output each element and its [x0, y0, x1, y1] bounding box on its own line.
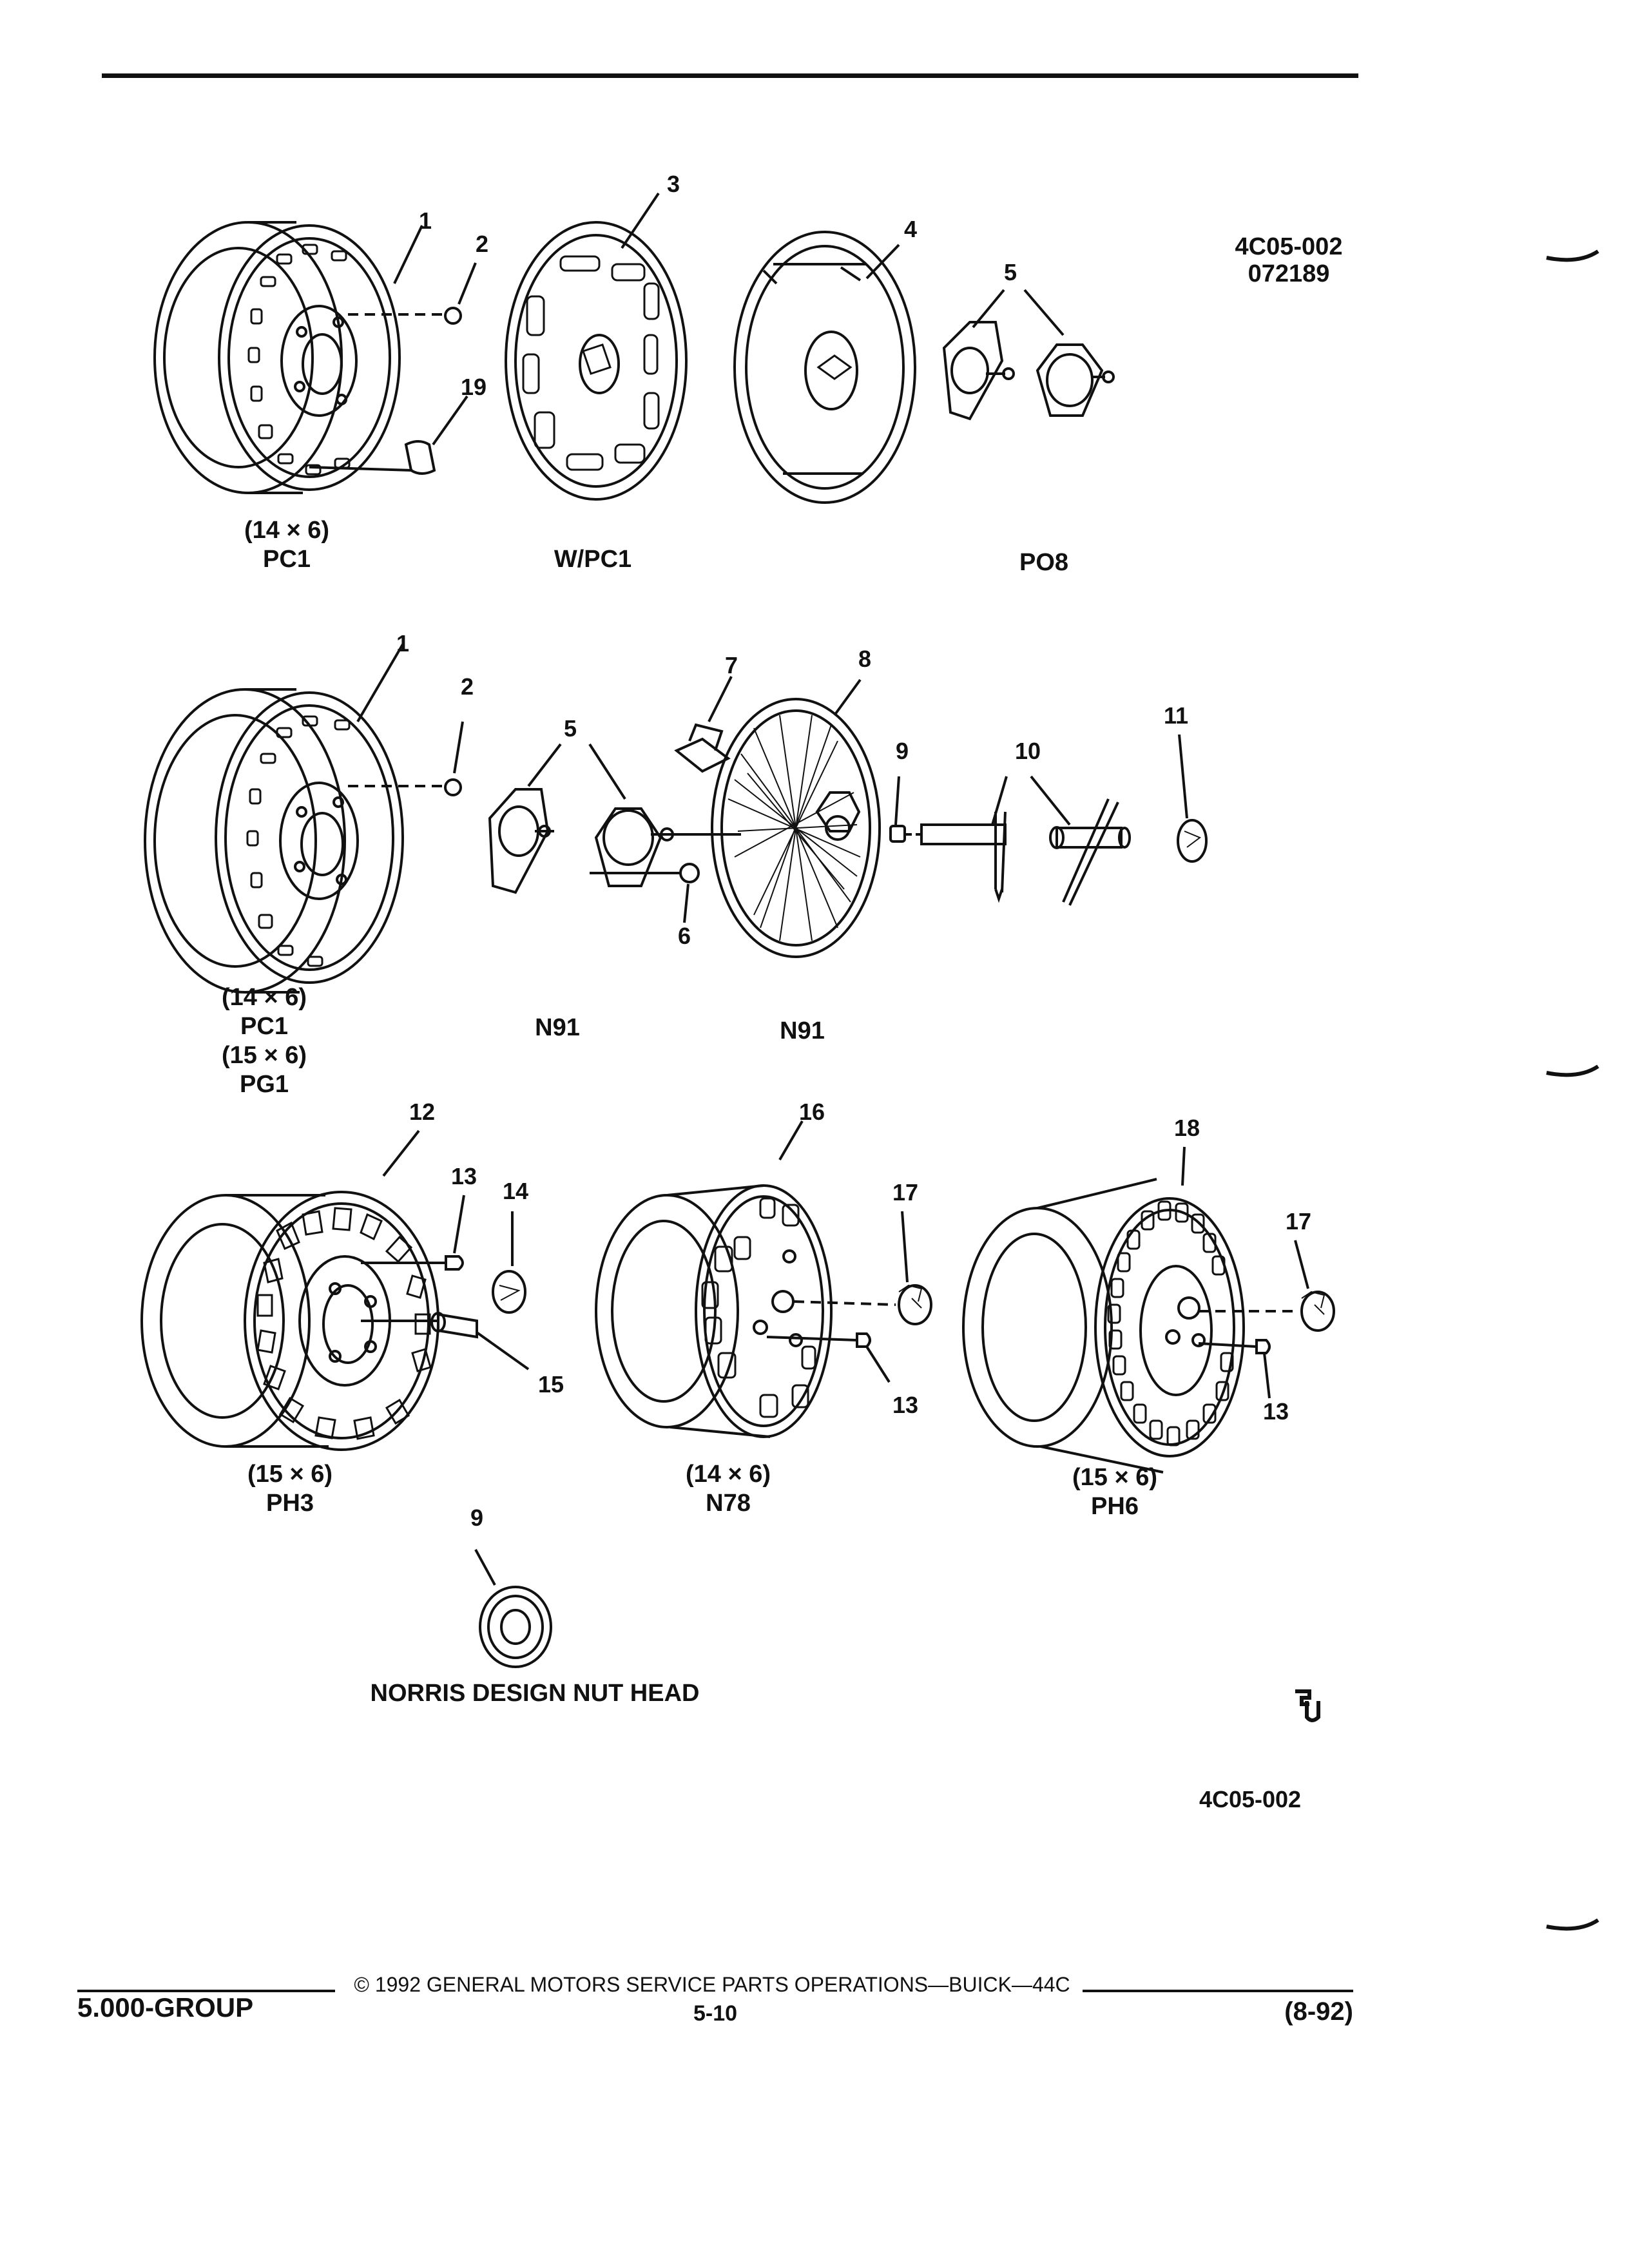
- callout-14: 14: [502, 1178, 529, 1204]
- footer-rule-right: [1083, 1990, 1353, 1992]
- caption-code: PC1: [263, 546, 311, 573]
- callout-18: 18: [1173, 1115, 1200, 1141]
- callout-3: 3: [666, 171, 680, 197]
- callout-4: 4: [903, 216, 918, 242]
- caption-code: N91: [780, 1017, 825, 1044]
- callout-2: 2: [475, 231, 489, 257]
- callout-2: 2: [460, 673, 474, 700]
- caption-code: N78: [706, 1490, 751, 1517]
- callout-6: 6: [677, 923, 691, 949]
- emblem-11: [1177, 819, 1208, 863]
- emblem-14: [492, 1270, 526, 1314]
- caption-code: PG1: [239, 1071, 289, 1098]
- caption-code: PH6: [1091, 1493, 1139, 1520]
- callout-5: 5: [563, 715, 577, 742]
- callout-1: 1: [396, 630, 410, 657]
- nut-6: [679, 863, 700, 883]
- caption-size: (15 × 6): [247, 1461, 333, 1488]
- caption-nut-head: NORRIS DESIGN NUT HEAD: [370, 1680, 700, 1707]
- wheel-cover-4: [733, 231, 916, 504]
- figure-date: 072189: [1248, 260, 1330, 287]
- callout-13: 13: [1262, 1398, 1289, 1425]
- callout-19: 19: [460, 374, 487, 400]
- callout-11: 11: [1163, 702, 1189, 729]
- wheel-pc1-row1: [153, 221, 401, 494]
- figure-code: 4C05-002: [1235, 233, 1343, 260]
- caption-code: PC1: [240, 1013, 288, 1040]
- caption-size: (14 × 6): [221, 984, 307, 1011]
- callout-16: 16: [798, 1099, 825, 1125]
- callout-8: 8: [858, 646, 872, 672]
- callout-13: 13: [450, 1163, 477, 1189]
- wheel-lock-5-c: [488, 788, 554, 894]
- margin-mark: [1546, 1064, 1599, 1077]
- lug-nut-13a: [445, 1255, 464, 1271]
- callout-9: 9: [470, 1504, 484, 1531]
- footer-page: 5-10: [693, 2001, 738, 2026]
- callout-5: 5: [1003, 259, 1017, 285]
- top-rule: [102, 73, 1358, 78]
- callout-17: 17: [892, 1179, 919, 1206]
- callout-9: 9: [895, 738, 909, 764]
- footer-group: 5.000-GROUP: [77, 1992, 254, 2023]
- callout-15: 15: [537, 1371, 564, 1398]
- lug-nut-13b: [856, 1332, 871, 1348]
- wheel-lock-5-a: [942, 321, 1015, 421]
- caption-code: PO8: [1019, 549, 1069, 576]
- lug-nut-13c: [1255, 1339, 1271, 1354]
- margin-mark: [1546, 249, 1599, 262]
- valve-stem-15: [361, 1312, 478, 1339]
- caption-size: (15 × 6): [1072, 1464, 1158, 1491]
- wheel-ph6: [962, 1178, 1245, 1474]
- callout-7: 7: [724, 652, 738, 678]
- caption-size: (14 × 6): [244, 517, 330, 544]
- gm-parts-logo-icon: [1295, 1689, 1320, 1722]
- wheel-pc1-pg1-row2: [144, 688, 404, 994]
- callout-13: 13: [892, 1392, 919, 1418]
- callout-17: 17: [1285, 1208, 1312, 1235]
- caption-size: (15 × 6): [221, 1042, 307, 1069]
- caption-size: (14 × 6): [685, 1461, 771, 1488]
- center-cap-17b: [1300, 1291, 1335, 1332]
- caption-code: W/PC1: [554, 546, 632, 573]
- caption-code: N91: [535, 1014, 580, 1041]
- wheel-cover-3: [505, 221, 688, 501]
- margin-mark: [1546, 1918, 1599, 1931]
- callout-10: 10: [1014, 738, 1041, 764]
- center-cap-17a: [898, 1284, 932, 1325]
- nut-9: [889, 825, 906, 843]
- wheel-n78: [595, 1184, 833, 1438]
- footer-copyright: © 1992 GENERAL MOTORS SERVICE PARTS OPER…: [354, 1973, 1070, 1996]
- tool-10: [920, 798, 1131, 906]
- clip-7: [674, 723, 731, 773]
- footer-rule-left: [77, 1990, 335, 1992]
- footer-figure-code: 4C05-002: [1199, 1786, 1302, 1812]
- lug-nut-2: [444, 307, 462, 325]
- footer-revision: (8-92): [1284, 1997, 1353, 2026]
- callout-12: 12: [409, 1099, 436, 1125]
- callout-1: 1: [418, 207, 432, 234]
- norris-nut-head: [479, 1586, 552, 1668]
- wheel-lock-5-b: [1036, 343, 1115, 417]
- wheel-lock-5-d: [594, 807, 674, 887]
- wire-wheel-cover-8: [711, 698, 881, 958]
- caption-code: PH3: [266, 1490, 314, 1517]
- balance-weight: [404, 440, 436, 475]
